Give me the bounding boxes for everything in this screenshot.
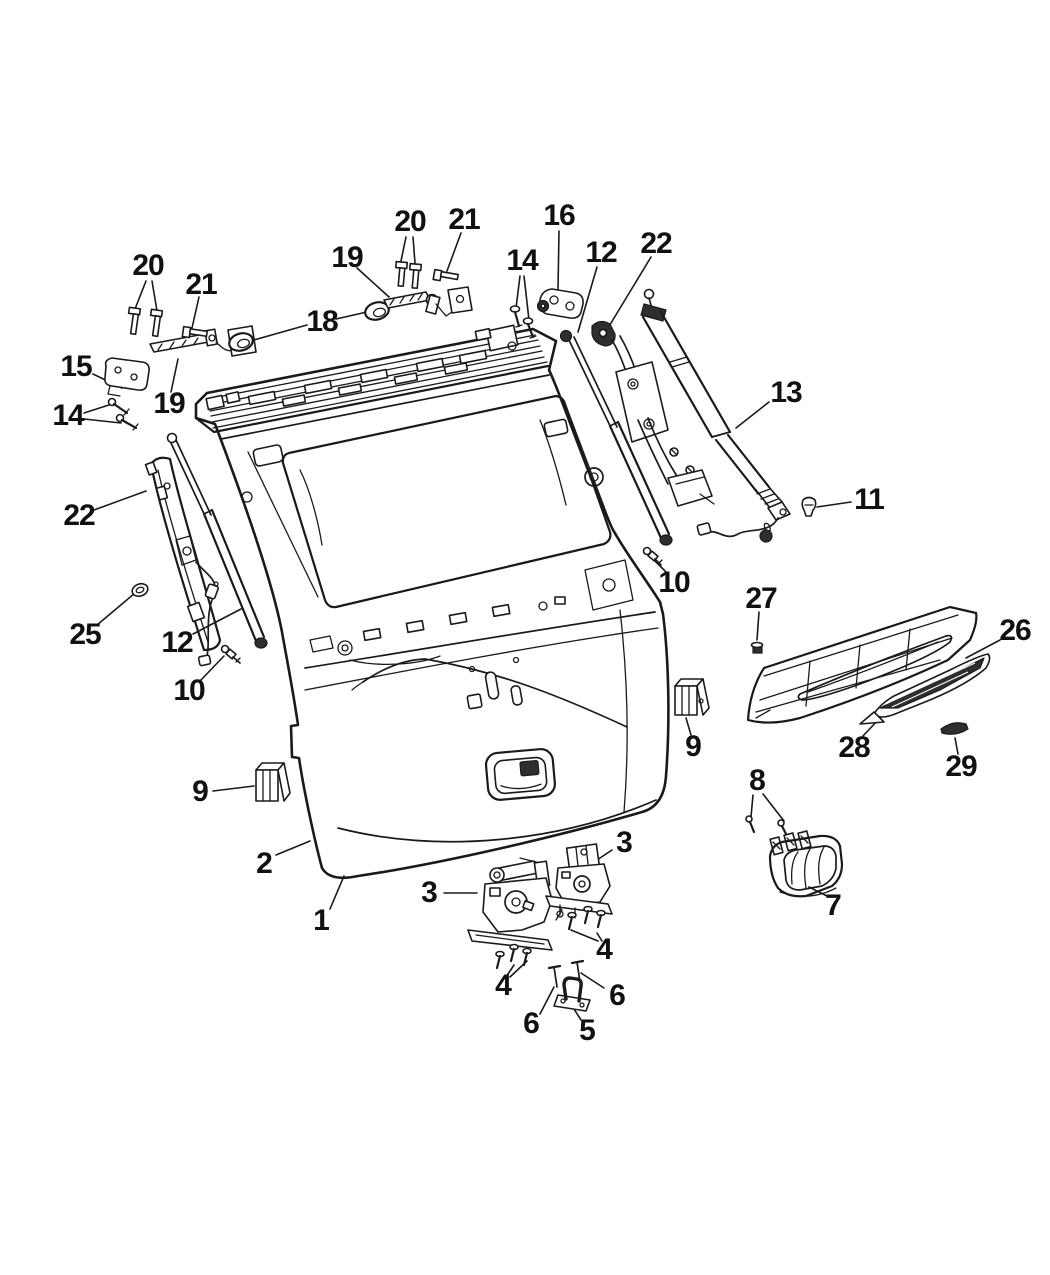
bumper-9-right [674, 678, 710, 716]
callout-label-28: 28 [838, 731, 870, 764]
strut-wire-harness [696, 517, 779, 543]
callout-label-20-center: 20 [394, 205, 426, 238]
grommet-18-left [228, 332, 254, 352]
callout-label-12-left: 12 [161, 626, 193, 659]
callout-label-6-left: 6 [523, 1007, 540, 1040]
callout-label-9-left: 9 [192, 775, 209, 808]
callout-label-4-left: 4 [495, 969, 512, 1002]
left-support-rail [144, 456, 222, 667]
screws-14-left [107, 397, 139, 431]
screw-21-center [432, 268, 460, 282]
callout-label-1: 1 [313, 904, 330, 937]
right-hinge [383, 286, 473, 317]
callout-label-2: 2 [256, 847, 273, 880]
latch-right [545, 843, 613, 919]
callout-label-20-left: 20 [132, 249, 164, 282]
callout-label-9-right: 9 [685, 730, 702, 763]
callout-label-18: 18 [306, 305, 338, 338]
callout-label-29: 29 [945, 750, 977, 783]
nut-27 [750, 641, 764, 654]
screw-21-left [181, 325, 208, 339]
latch-left [467, 857, 564, 951]
screws-8 [745, 815, 789, 838]
applique-26 [746, 605, 978, 724]
clip-11 [801, 496, 817, 517]
upper-corner-details [241, 418, 604, 546]
callout-label-8: 8 [749, 764, 766, 797]
callout-label-27: 27 [745, 582, 777, 615]
screws-4-right-group [567, 905, 606, 931]
ball-stud-10-left [220, 644, 241, 664]
callout-label-22-left: 22 [63, 499, 95, 532]
callout-label-11: 11 [854, 483, 885, 516]
bracket-16 [536, 288, 584, 319]
callout-label-4-right: 4 [596, 933, 613, 966]
hinge-screws-20-center [394, 260, 423, 290]
callout-label-10-right: 10 [658, 566, 690, 599]
ball-stud-10-right [642, 546, 663, 566]
callout-label-5: 5 [579, 1014, 596, 1047]
clip-25 [131, 582, 149, 598]
spoiler-vent-slots [205, 324, 519, 411]
callout-label-26: 26 [999, 614, 1031, 647]
right-gas-strut [559, 329, 673, 546]
callout-label-3-right: 3 [616, 826, 633, 859]
lens-29 [940, 722, 969, 735]
callout-label-12-right: 12 [585, 236, 617, 269]
callout-label-10-left: 10 [173, 674, 205, 707]
callout-label-7: 7 [825, 889, 842, 922]
rail-wire-harness [195, 561, 219, 667]
callout-label-6-right: 6 [609, 979, 626, 1012]
handle-bezel-7 [768, 830, 844, 898]
callout-label-21-center: 21 [448, 203, 480, 236]
callout-label-25: 25 [69, 618, 101, 651]
callout-label-14-left: 14 [52, 399, 84, 432]
striker-5 [553, 976, 591, 1012]
liftgate-panel [194, 324, 670, 880]
callout-label-16: 16 [543, 199, 575, 232]
callout-label-19-center: 19 [331, 241, 363, 274]
lower-panel-details [337, 609, 657, 843]
bracket-15 [104, 357, 150, 397]
left-gas-strut [166, 432, 268, 649]
callout-label-19-left: 19 [153, 387, 185, 420]
applique-28 [859, 653, 991, 725]
callout-label-15: 15 [60, 350, 92, 383]
callout-label-21-left: 21 [185, 268, 217, 301]
callout-label-14-center: 14 [506, 244, 538, 277]
power-liftgate-strut [640, 288, 791, 543]
hinge-screws-20-left [127, 306, 164, 338]
bumper-9-left [255, 762, 291, 802]
screws-4-left-group [495, 943, 532, 970]
callout-label-13: 13 [770, 376, 802, 409]
callout-label-22-right: 22 [640, 227, 672, 260]
screws-6 [547, 959, 585, 988]
callout-label-3-left: 3 [421, 876, 438, 909]
screws-14-center [509, 305, 537, 339]
right-support-rail [591, 320, 715, 507]
